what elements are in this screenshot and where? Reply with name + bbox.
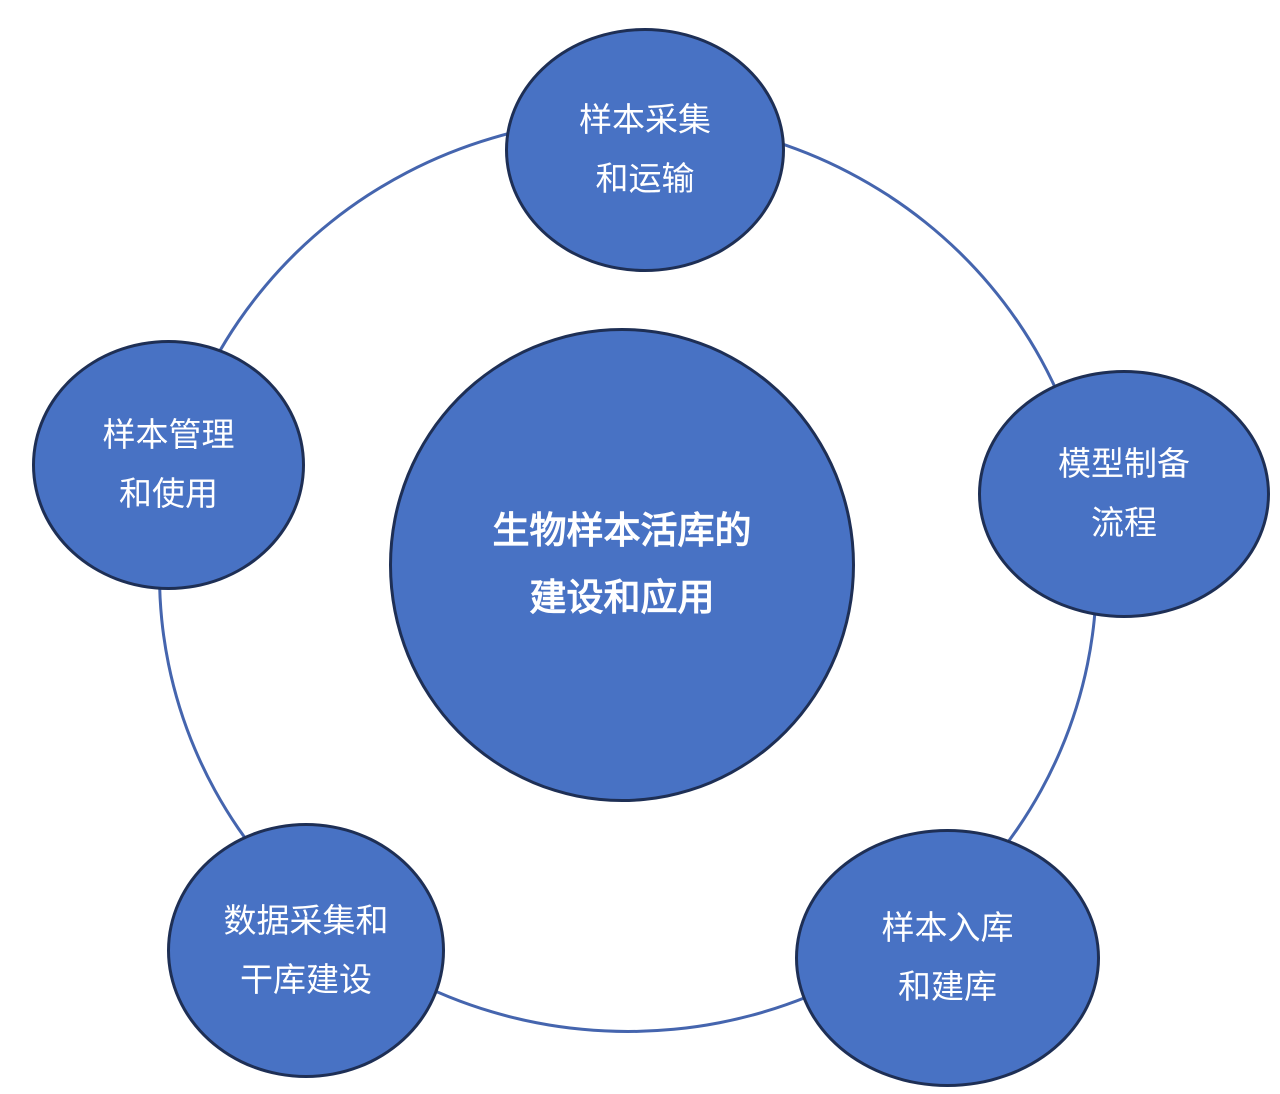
node-label-line: 流程	[1091, 504, 1157, 541]
node-label-line: 干库建设	[240, 960, 372, 998]
node-label-line: 数据采集和	[223, 901, 389, 939]
node-label-line: 和建库	[898, 968, 997, 1005]
central-topic-line: 建设和应用	[529, 577, 715, 618]
node-model-preparation-process: 模型制备 流程	[978, 370, 1270, 618]
node-central-topic: 生物样本活库的 建设和应用	[389, 328, 855, 802]
node-label-line: 样本管理	[102, 416, 235, 454]
node-data-collection-dry-bank: 数据采集和 干库建设	[167, 823, 445, 1078]
node-label-line: 样本采集	[579, 101, 711, 139]
node-sample-storage-bank-building: 样本入库 和建库	[795, 829, 1100, 1087]
central-topic-line: 生物样本活库的	[492, 510, 752, 552]
node-label-line: 和使用	[119, 475, 218, 512]
node-sample-collection-transport: 样本采集 和运输	[505, 28, 785, 272]
node-label-line: 和运输	[595, 160, 695, 197]
node-sample-management-use: 样本管理 和使用	[32, 340, 305, 590]
node-label-line: 样本入库	[881, 909, 1014, 947]
node-label-line: 模型制备	[1058, 445, 1190, 483]
